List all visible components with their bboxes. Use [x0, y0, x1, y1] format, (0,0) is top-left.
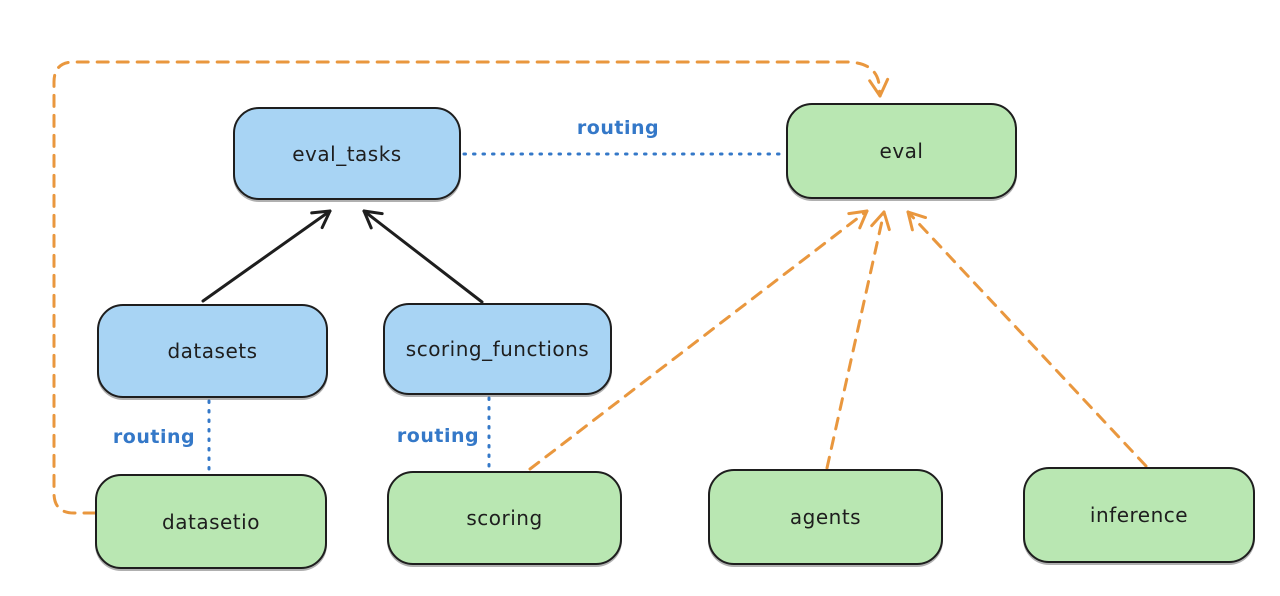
routing-label-eval-tasks-eval: routing	[576, 117, 660, 139]
node-eval-tasks: eval_tasks	[233, 107, 461, 200]
edge-inference-to-eval	[906, 210, 1148, 468]
node-eval-label: eval	[879, 139, 924, 163]
node-agents-label: agents	[789, 505, 862, 529]
node-scoring-functions: scoring_functions	[383, 303, 612, 395]
node-datasetio: datasetio	[95, 474, 327, 569]
node-datasets-label: datasets	[167, 339, 258, 363]
node-scoring-label: scoring	[466, 506, 543, 530]
node-scoring-functions-label: scoring_functions	[405, 337, 590, 361]
node-inference: inference	[1023, 467, 1255, 563]
node-datasets: datasets	[97, 304, 328, 398]
routing-label-datasets-datasetio: routing	[112, 426, 196, 448]
edge-agents-to-eval	[825, 210, 891, 470]
node-inference-label: inference	[1089, 503, 1189, 527]
node-agents: agents	[708, 469, 943, 565]
node-eval-tasks-label: eval_tasks	[292, 141, 402, 166]
edge-datasetio-to-eval	[52, 60, 890, 515]
edge-scoring-functions-to-eval-tasks	[362, 209, 484, 304]
edge-datasets-to-eval-tasks	[201, 209, 332, 303]
node-eval: eval	[786, 103, 1017, 199]
node-scoring: scoring	[387, 471, 622, 565]
routing-label-scoring-functions-scoring: routing	[396, 425, 480, 447]
node-datasetio-label: datasetio	[162, 509, 260, 534]
edge-scoring-to-eval	[528, 209, 869, 471]
